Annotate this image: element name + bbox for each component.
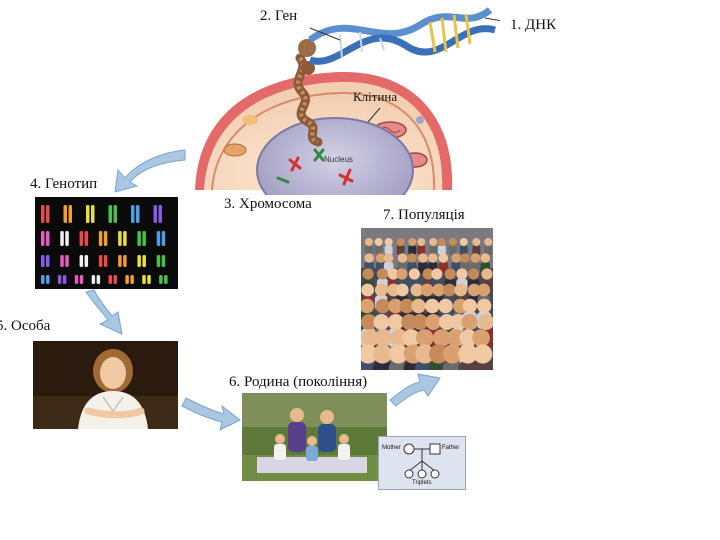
nucleus: Nucleus xyxy=(256,117,414,195)
label-cell: Клітина xyxy=(353,89,398,104)
dna-pointer xyxy=(484,17,500,22)
gene-pointer xyxy=(309,27,341,41)
mother-symbol xyxy=(403,443,415,455)
dna-helix xyxy=(307,7,496,65)
label-chromosome: 3. Хромосома xyxy=(224,196,312,212)
child-symbol xyxy=(417,469,427,479)
cell-pointer xyxy=(367,107,381,123)
arrow-genotype-to-person xyxy=(85,289,123,335)
pedigree-father-label: Father xyxy=(442,445,460,451)
arrow-cell-to-genotype xyxy=(114,149,186,193)
child-symbol xyxy=(430,469,440,479)
population-photo xyxy=(361,228,493,370)
arrow-person-to-family xyxy=(181,397,241,431)
label-person: 5. Особа xyxy=(0,318,51,334)
pedigree-chart: Mother Father Triplets xyxy=(378,436,466,490)
pedigree-mother-label: Mother xyxy=(382,445,401,451)
person-photo xyxy=(33,341,178,429)
label-family: 6. Родина (покоління) xyxy=(229,374,368,390)
label-dna: 1. ДНК xyxy=(510,17,557,33)
father-symbol xyxy=(429,443,441,455)
arrow-family-to-population xyxy=(389,373,441,407)
child-symbol xyxy=(404,469,414,479)
cell-illustration: Nucleus xyxy=(195,7,500,195)
label-population: 7. Популяція xyxy=(383,207,465,223)
pedigree-triplets-label: Triplets xyxy=(412,480,432,486)
family-photo xyxy=(242,393,387,481)
nucleus-label: Nucleus xyxy=(324,155,353,164)
karyotype-image xyxy=(35,197,178,289)
label-gene: 2. Ген xyxy=(260,8,298,24)
label-genotype: 4. Генотип xyxy=(30,176,98,192)
chromatin-coil xyxy=(293,39,323,147)
